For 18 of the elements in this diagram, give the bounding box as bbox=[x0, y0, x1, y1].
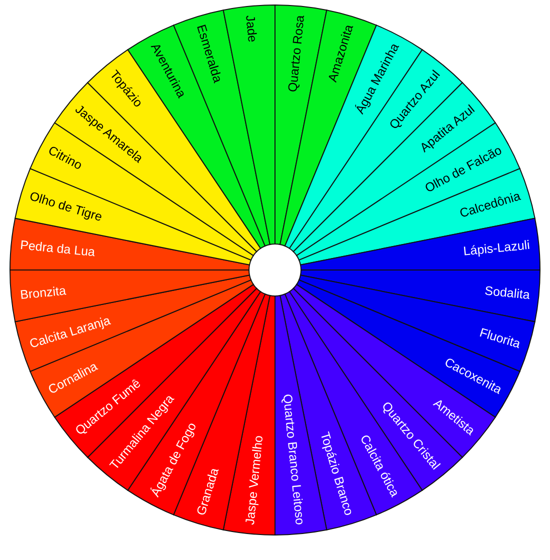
wheel-segment bbox=[300, 270, 540, 322]
segment-label: Pedra da Lua bbox=[20, 238, 96, 260]
segment-label: Bronzita bbox=[20, 284, 67, 302]
segment-label: Topázio Branco bbox=[318, 430, 356, 517]
wheel-segment bbox=[298, 168, 536, 266]
wheel-segment bbox=[222, 4, 276, 245]
segment-label: Fluorita bbox=[478, 326, 522, 351]
segment-label: Olho de Tigre bbox=[28, 189, 104, 224]
segment-label: Jaspe Vermelho bbox=[242, 434, 266, 526]
segment-label: Sodalita bbox=[484, 284, 530, 302]
wheel-segment bbox=[222, 295, 276, 536]
segment-label: Quartzo Branco Leitoso bbox=[280, 393, 308, 526]
wheel-segment bbox=[300, 218, 540, 270]
wheel-segment bbox=[14, 168, 252, 266]
segment-label: Jade bbox=[242, 14, 260, 43]
segment-label: Calcita Laranja bbox=[28, 313, 112, 351]
segment-label: Quartzo Rosa bbox=[286, 14, 308, 93]
segment-label: Lápis-Lazuli bbox=[462, 238, 530, 258]
